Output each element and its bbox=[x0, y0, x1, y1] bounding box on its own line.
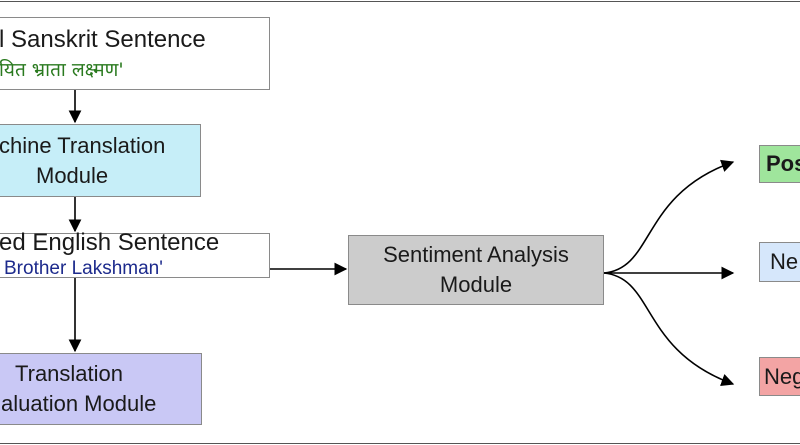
negative-label: Neg bbox=[764, 363, 800, 389]
sentiment-analysis-box: Sentiment Analysis Module bbox=[348, 235, 604, 305]
sentiment-box-line2: Module bbox=[439, 272, 513, 297]
translated-box-example: Brother Lakshman' bbox=[4, 257, 163, 279]
sanskrit-input-box: l Sanskrit Sentence यित भ्राता लक्ष्मण' bbox=[0, 17, 270, 90]
mt-box-line2: Module bbox=[36, 162, 109, 188]
translated-box-title: ed English Sentence bbox=[0, 228, 220, 256]
neutral-output-box: Ne bbox=[759, 242, 800, 282]
arrow-to-positive bbox=[603, 159, 735, 274]
mt-box-line1: chine Translation bbox=[0, 132, 166, 158]
sentiment-box-line1: Sentiment Analysis bbox=[383, 242, 569, 267]
machine-translation-box: chine Translation Module bbox=[0, 124, 201, 197]
positive-output-box: Pos bbox=[759, 145, 800, 183]
translation-evaluation-box: Translation aluation Module bbox=[0, 353, 202, 425]
eval-box-line1: Translation bbox=[15, 361, 124, 386]
translated-english-box: ed English Sentence Brother Lakshman' bbox=[0, 228, 270, 279]
negative-output-box: Neg bbox=[759, 357, 800, 396]
top-border-line bbox=[0, 1, 800, 2]
arrow-to-negative bbox=[603, 272, 735, 387]
input-box-example: यित भ्राता लक्ष्मण' bbox=[0, 58, 124, 81]
neutral-label: Ne bbox=[770, 249, 799, 274]
positive-label: Pos bbox=[766, 151, 800, 176]
eval-box-line2: aluation Module bbox=[1, 391, 157, 416]
input-box-title: l Sanskrit Sentence bbox=[0, 25, 206, 53]
bottom-border-line bbox=[0, 443, 800, 444]
